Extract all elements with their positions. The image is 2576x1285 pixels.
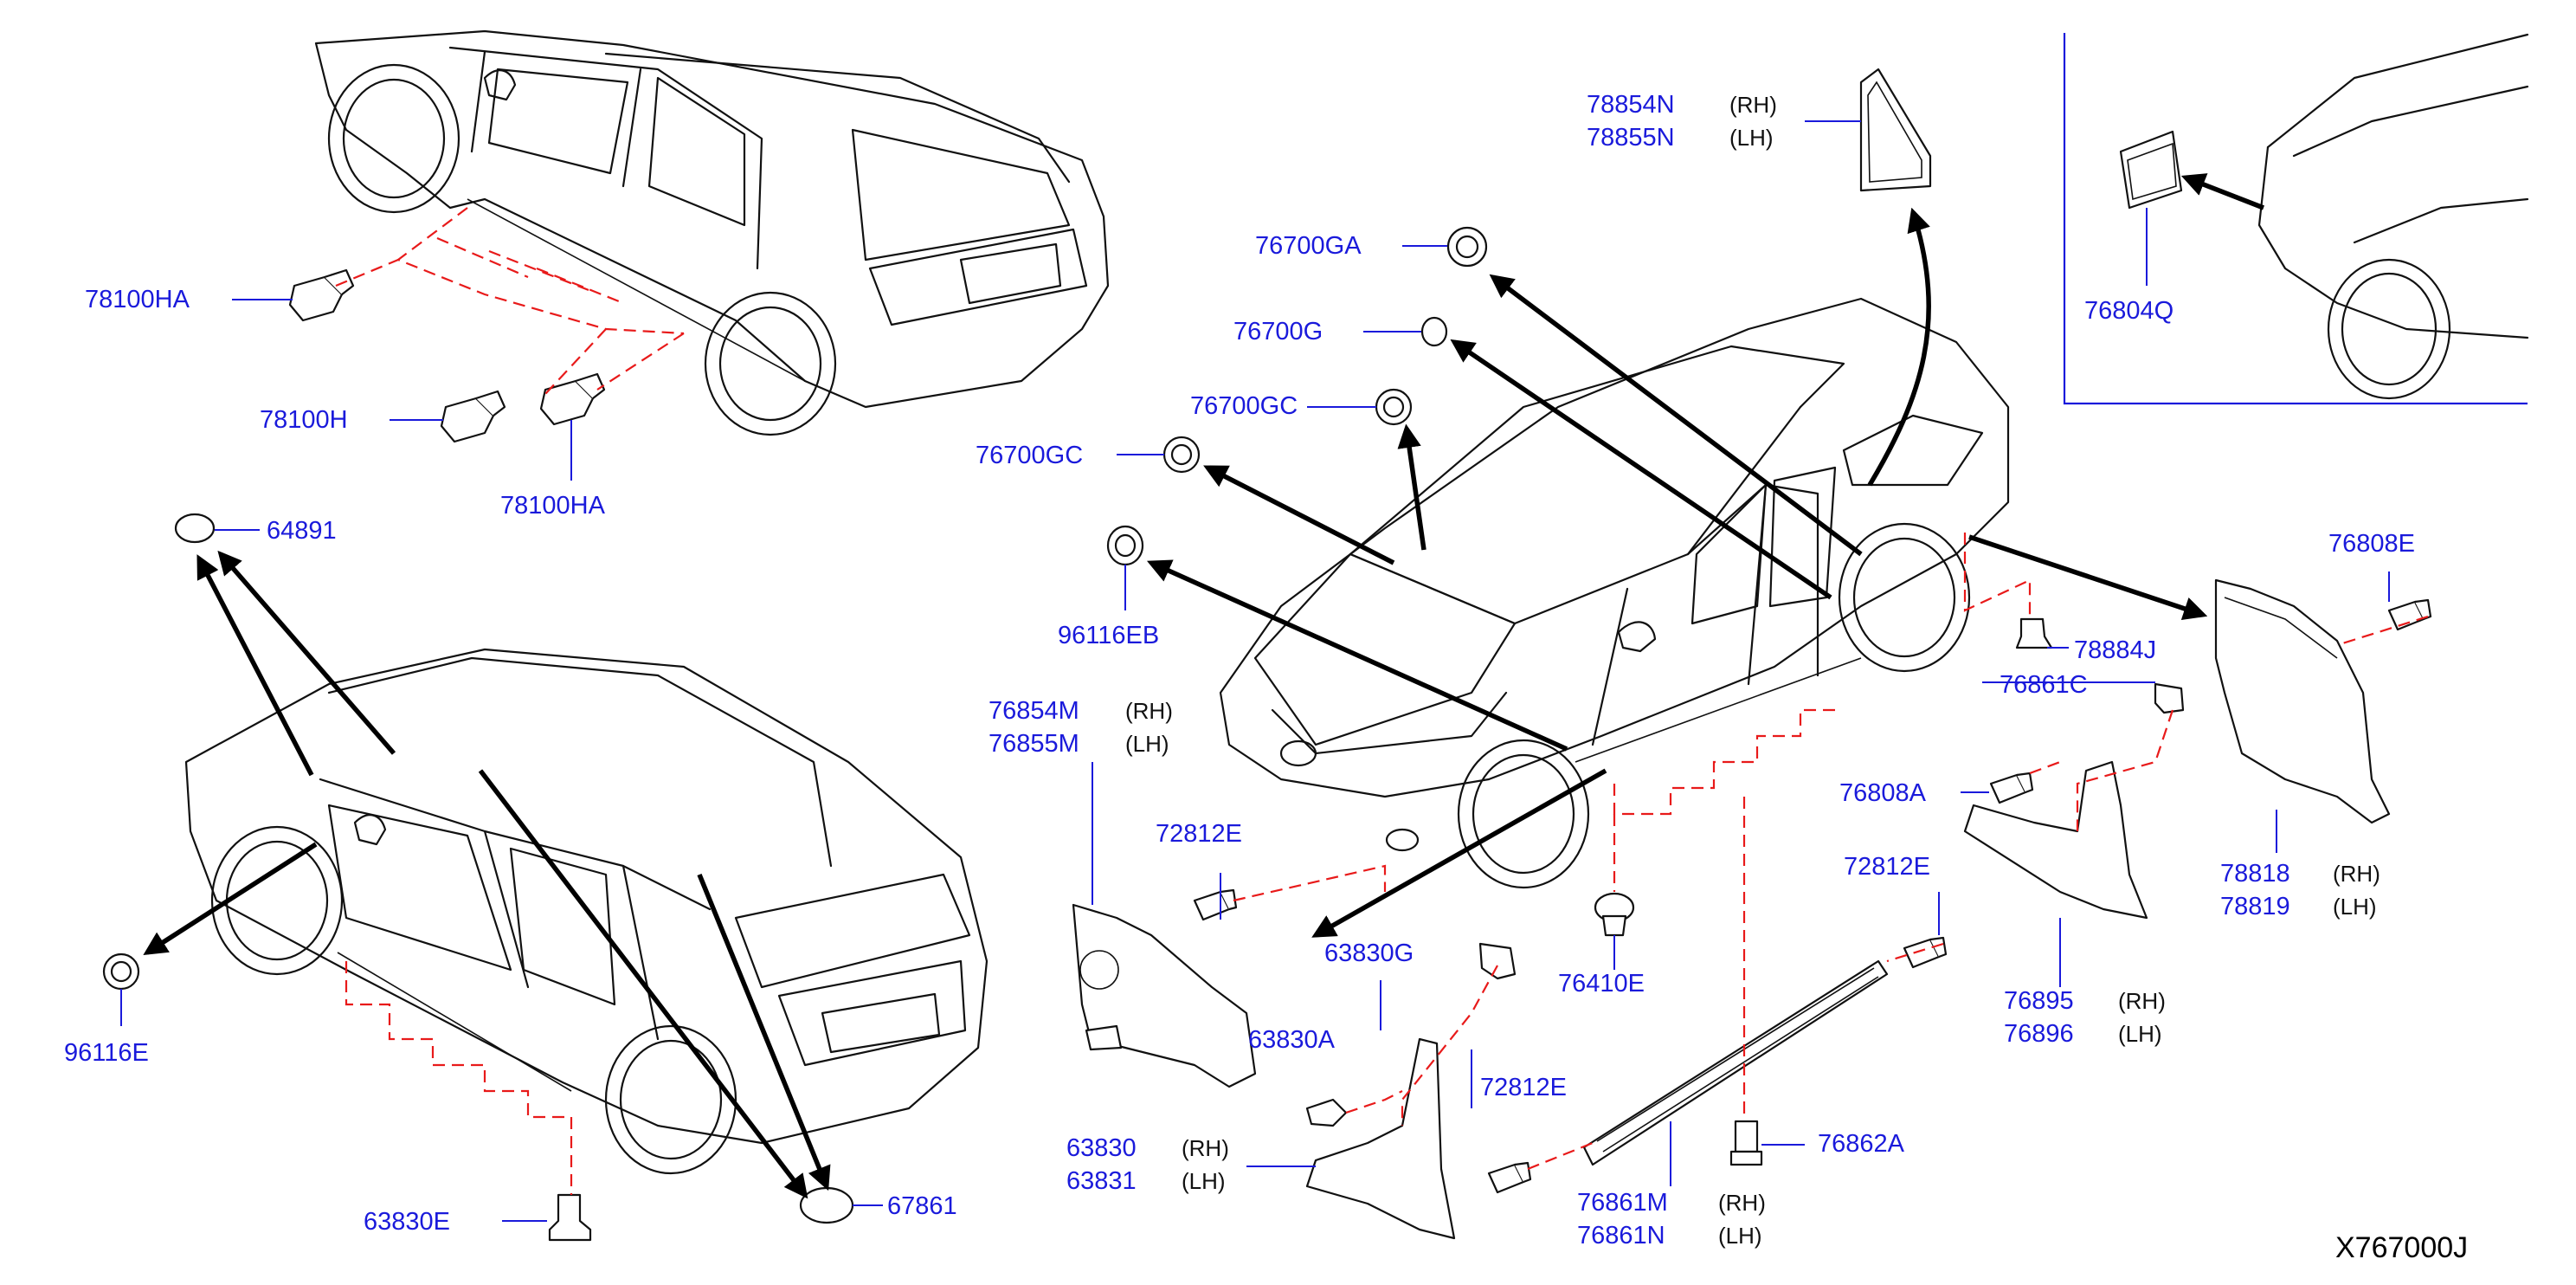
callout-78855N: 78855N [1587, 124, 1675, 152]
callout-63830E: 63830E [364, 1208, 450, 1236]
side-78855N: (LH) [1729, 125, 1774, 151]
callout-78100HA-upper: 78100HA [85, 286, 190, 313]
callout-76861C: 76861C [2000, 671, 2088, 699]
callout-76895: 76895 [2004, 987, 2074, 1015]
callout-67861: 67861 [887, 1192, 957, 1220]
side-76895: (RH) [2118, 988, 2166, 1014]
callout-76896: 76896 [2004, 1020, 2074, 1048]
callout-76861M: 76861M [1577, 1189, 1668, 1217]
side-76861M: (RH) [1718, 1190, 1766, 1216]
callout-76862A: 76862A [1818, 1130, 1905, 1158]
callout-72812E-left: 72812E [1156, 820, 1242, 848]
callout-76410E: 76410E [1558, 970, 1645, 998]
callout-76700GC-lower: 76700GC [976, 442, 1083, 469]
callout-78819: 78819 [2220, 893, 2290, 920]
callout-76804Q: 76804Q [2084, 297, 2174, 325]
side-78854N: (RH) [1729, 92, 1777, 118]
callout-96116EB: 96116EB [1058, 622, 1159, 649]
callout-76700GA: 76700GA [1255, 232, 1362, 260]
callout-78100HA-lower: 78100HA [500, 492, 606, 520]
side-78818: (RH) [2333, 861, 2380, 887]
callout-78884J: 78884J [2074, 636, 2156, 664]
callout-76808A: 76808A [1839, 779, 1927, 807]
callout-76861N: 76861N [1577, 1222, 1665, 1249]
diagram-code: X767000J [2335, 1231, 2468, 1264]
callout-72812E-lower: 72812E [1480, 1074, 1567, 1101]
callout-63831: 63831 [1066, 1167, 1137, 1195]
callout-64891: 64891 [267, 517, 337, 545]
callout-76808E: 76808E [2328, 530, 2415, 558]
car-rear-three-quarter-view [314, 29, 1110, 436]
callout-76700G: 76700G [1233, 318, 1323, 345]
red-guide-lines [335, 207, 2429, 1195]
callout-leaders [120, 120, 2390, 1222]
callout-96116E: 96116E [64, 1039, 149, 1067]
callout-76854M: 76854M [989, 697, 1079, 725]
callout-63830: 63830 [1066, 1134, 1137, 1162]
callout-78100H: 78100H [260, 406, 348, 434]
callout-63830G: 63830G [1324, 940, 1414, 967]
side-76854M: (RH) [1125, 698, 1173, 724]
side-76855M: (LH) [1125, 731, 1169, 757]
side-63830: (RH) [1182, 1135, 1229, 1161]
callout-72812E-right: 72812E [1844, 853, 1930, 881]
side-76861N: (LH) [1718, 1223, 1762, 1249]
pointer-arrows [143, 207, 2208, 1199]
inset-rear-detail [2063, 33, 2529, 405]
callout-78818: 78818 [2220, 860, 2290, 888]
callout-labels: 78100HA 78100H 78100HA 64891 96116E 6383… [64, 91, 2468, 1264]
side-63831: (LH) [1182, 1168, 1226, 1194]
side-78819: (LH) [2333, 894, 2377, 920]
callout-63830A: 63830A [1248, 1026, 1336, 1054]
callout-78854N: 78854N [1587, 91, 1675, 119]
callout-76855M: 76855M [989, 730, 1079, 758]
side-76896: (LH) [2118, 1021, 2162, 1047]
callout-76700GC-upper: 76700GC [1190, 392, 1298, 420]
